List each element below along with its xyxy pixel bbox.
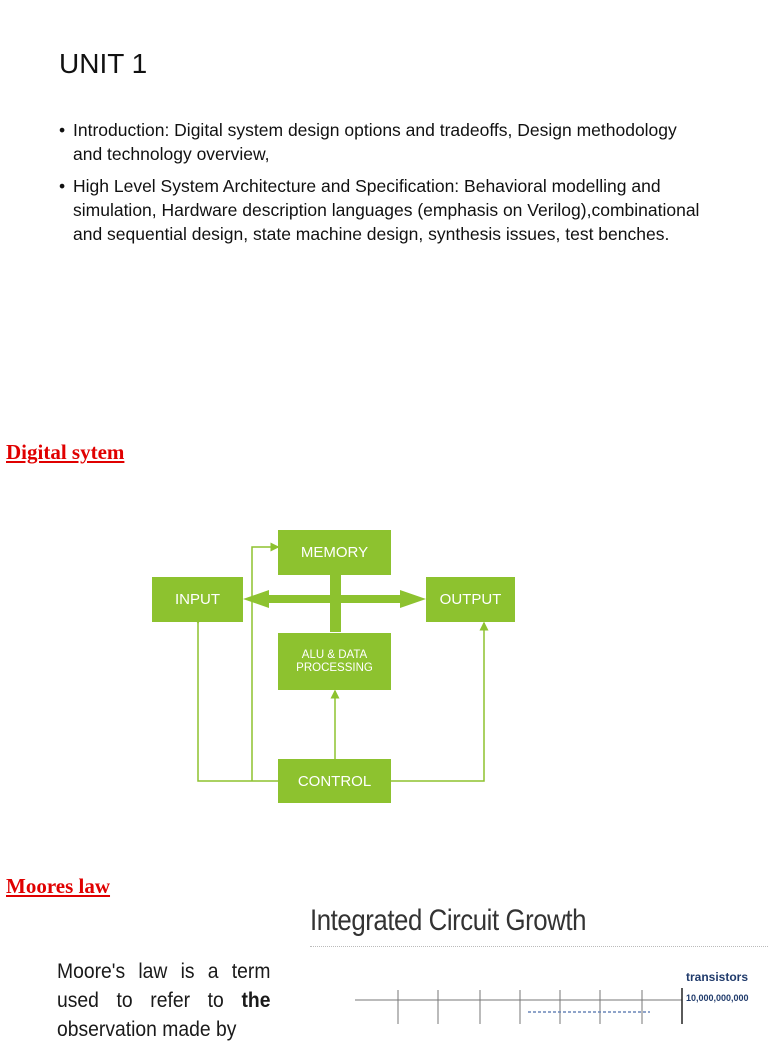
section-heading-digital-system: Digital sytem [6, 440, 125, 464]
moores-text-part1: Moore's law is a term used to refer to [57, 960, 271, 1012]
moores-text-bold: the [241, 989, 271, 1012]
y-axis-label: transistors [686, 970, 749, 984]
chart-grid [355, 988, 683, 1024]
y-axis-top-tick-label: 10,000,000,000 [686, 993, 749, 1003]
diagram-connectors [193, 542, 489, 782]
ic-growth-chart: transistors 10,000,000,000 [350, 960, 768, 1024]
input-block: INPUT [152, 577, 243, 622]
bullet-introduction: Introduction: Digital system design opti… [59, 118, 709, 166]
unit-title: UNIT 1 [59, 48, 148, 79]
output-block: OUTPUT [426, 577, 515, 622]
chart-divider [310, 946, 768, 947]
moores-text-part2: observation made by [57, 1018, 237, 1041]
section-heading-moores-law: Moores law [6, 874, 111, 898]
digital-system-diagram: MEMORY INPUT OUTPUT ALU & DATA PROCESSIN… [140, 520, 530, 820]
ic-growth-chart-title: Integrated Circuit Growth [310, 904, 587, 937]
memory-block: MEMORY [278, 530, 391, 575]
syllabus-bullets: Introduction: Digital system design opti… [59, 118, 709, 254]
alu-data-processing-block: ALU & DATA PROCESSING [278, 633, 391, 690]
moores-law-description: Moore's law is a term used to refer to t… [57, 957, 270, 1044]
control-block: CONTROL [278, 759, 391, 803]
bullet-architecture: High Level System Architecture and Speci… [59, 174, 709, 246]
